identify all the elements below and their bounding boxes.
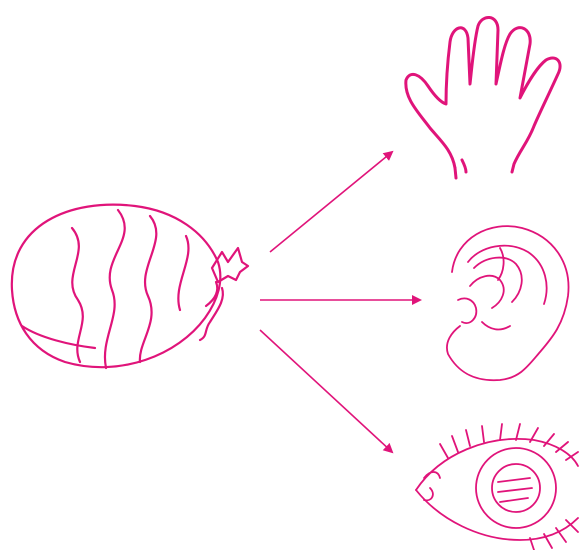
arrow-to-eye xyxy=(260,330,392,452)
hand-icon xyxy=(406,17,560,178)
balloon-icon xyxy=(12,205,248,368)
ear-icon xyxy=(447,226,569,380)
arrows xyxy=(260,152,420,452)
arrow-to-hand xyxy=(270,152,392,252)
eye-icon xyxy=(416,424,578,550)
